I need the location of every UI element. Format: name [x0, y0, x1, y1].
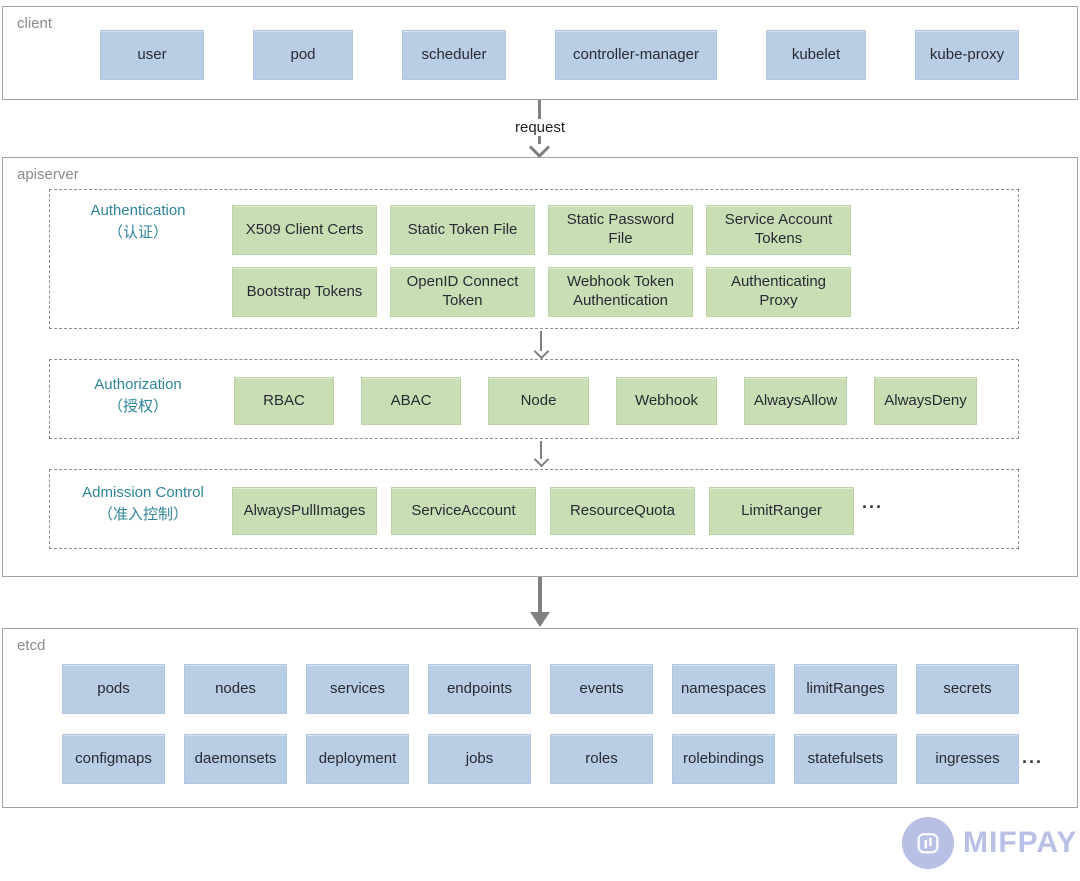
node-x509-client-certs: X509 Client Certs — [232, 205, 377, 255]
node-abac: ABAC — [361, 377, 461, 425]
etcd-group-label: etcd — [17, 637, 46, 654]
mifpay-logo: MIFPAY — [902, 817, 1077, 869]
auth-to-authz-arrowhead-icon — [533, 343, 550, 360]
node-node: Node — [488, 377, 589, 425]
request-label: request — [509, 119, 571, 136]
node-limitranges: limitRanges — [794, 664, 897, 714]
node-alwaysdeny: AlwaysDeny — [874, 377, 977, 425]
node-serviceaccount: ServiceAccount — [391, 487, 536, 535]
client-group-label: client — [17, 15, 53, 32]
authentication-section-box: Authentication （认证） X509 Client Certs St… — [49, 189, 1019, 329]
node-controller-manager: controller-manager — [555, 30, 717, 80]
authz-to-admission-arrow-line — [540, 441, 542, 459]
admission-title-block: Admission Control （准入控制） — [58, 482, 228, 526]
mifpay-logo-glyph-icon — [917, 833, 939, 854]
authorization-title-block: Authorization （授权） — [58, 374, 218, 418]
node-user: user — [100, 30, 204, 80]
node-limitranger: LimitRanger — [709, 487, 854, 535]
node-static-password-file: Static Password File — [548, 205, 693, 255]
authentication-nodes-grid: X509 Client Certs Static Token File Stat… — [232, 205, 851, 317]
node-statefulsets: statefulsets — [794, 734, 897, 784]
node-scheduler: scheduler — [402, 30, 506, 80]
node-jobs: jobs — [428, 734, 531, 784]
client-group-box: client user pod scheduler controller-man… — [2, 6, 1078, 100]
node-alwaysallow: AlwaysAllow — [744, 377, 847, 425]
request-arrowhead-icon — [528, 136, 551, 159]
node-alwayspullimages: AlwaysPullImages — [232, 487, 377, 535]
node-openid-connect-token: OpenID Connect Token — [390, 267, 535, 317]
auth-to-authz-arrow-line — [540, 331, 542, 351]
node-deployment: deployment — [306, 734, 409, 784]
node-rbac: RBAC — [234, 377, 334, 425]
admission-title: Admission Control — [82, 484, 204, 501]
node-kube-proxy: kube-proxy — [915, 30, 1019, 80]
etcd-ellipsis: ... — [1022, 747, 1044, 767]
mifpay-logo-icon — [902, 817, 954, 869]
node-endpoints: endpoints — [428, 664, 531, 714]
admission-section-box: Admission Control （准入控制） AlwaysPullImage… — [49, 469, 1019, 549]
node-nodes: nodes — [184, 664, 287, 714]
admission-subtitle: （准入控制） — [97, 506, 188, 523]
node-pods: pods — [62, 664, 165, 714]
node-namespaces: namespaces — [672, 664, 775, 714]
node-roles: roles — [550, 734, 653, 784]
authentication-title-block: Authentication （认证） — [58, 200, 218, 244]
authorization-nodes-row: RBAC ABAC Node Webhook AlwaysAllow Alway… — [234, 377, 977, 425]
node-authenticating-proxy: Authenticating Proxy — [706, 267, 851, 317]
authorization-title: Authorization — [94, 376, 182, 393]
node-bootstrap-tokens: Bootstrap Tokens — [232, 267, 377, 317]
node-static-token-file: Static Token File — [390, 205, 535, 255]
node-services: services — [306, 664, 409, 714]
node-resourcequota: ResourceQuota — [550, 487, 695, 535]
node-daemonsets: daemonsets — [184, 734, 287, 784]
authentication-title: Authentication — [90, 202, 186, 219]
apiserver-group-label: apiserver — [17, 166, 79, 183]
apiserver-to-etcd-arrow-line — [538, 577, 542, 613]
etcd-group-box: etcd pods nodes services endpoints event… — [2, 628, 1078, 808]
node-webhook-token-authentication: Webhook Token Authentication — [548, 267, 693, 317]
client-nodes-row: user pod scheduler controller-manager ku… — [100, 30, 1019, 80]
authentication-subtitle: （认证） — [107, 224, 168, 241]
node-service-account-tokens: Service Account Tokens — [706, 205, 851, 255]
etcd-nodes-grid: pods nodes services endpoints events nam… — [62, 664, 1019, 784]
node-events: events — [550, 664, 653, 714]
node-secrets: secrets — [916, 664, 1019, 714]
authz-to-admission-arrowhead-icon — [533, 451, 550, 468]
mifpay-logo-text: MIFPAY — [963, 826, 1078, 859]
node-configmaps: configmaps — [62, 734, 165, 784]
node-kubelet: kubelet — [766, 30, 866, 80]
apiserver-group-box: apiserver Authentication （认证） X509 Clien… — [2, 157, 1078, 577]
node-rolebindings: rolebindings — [672, 734, 775, 784]
node-pod: pod — [253, 30, 353, 80]
admission-nodes-row: AlwaysPullImages ServiceAccount Resource… — [232, 487, 854, 535]
node-ingresses: ingresses — [916, 734, 1019, 784]
node-webhook: Webhook — [616, 377, 717, 425]
admission-ellipsis: ... — [862, 492, 884, 512]
authorization-section-box: Authorization （授权） RBAC ABAC Node Webhoo… — [49, 359, 1019, 439]
authorization-subtitle: （授权） — [107, 398, 168, 415]
apiserver-to-etcd-arrowhead-icon — [530, 612, 550, 627]
